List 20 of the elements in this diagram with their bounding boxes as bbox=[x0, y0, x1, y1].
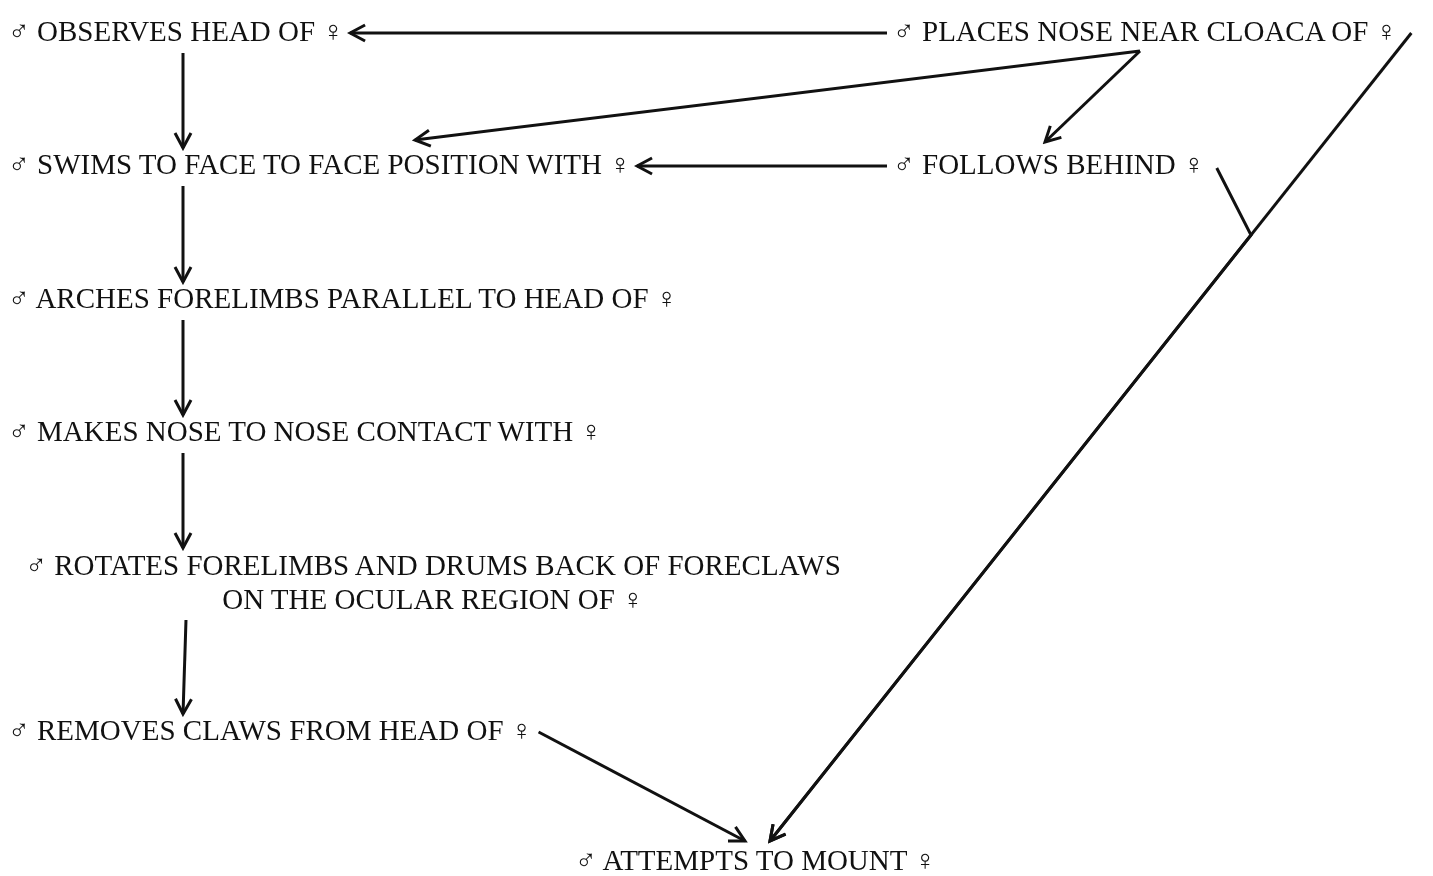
arrow bbox=[174, 619, 193, 716]
arrow bbox=[173, 53, 193, 150]
arrow bbox=[768, 167, 1253, 843]
arrow bbox=[1043, 49, 1142, 144]
arrow bbox=[173, 453, 193, 550]
arrow bbox=[635, 156, 887, 176]
behavior-label: ♂ ROTATES FORELIMBS AND DRUMS BACK OF FORECLAWS ON THE OCULAR REGION OF ♀ bbox=[8, 548, 858, 616]
arrow bbox=[173, 186, 193, 284]
behavior-label: ♂ ATTEMPTS TO MOUNT ♀ bbox=[575, 844, 936, 876]
arrow bbox=[537, 730, 747, 843]
behavior-label: ♂ OBSERVES HEAD OF ♀ bbox=[8, 15, 345, 47]
behavior-label: ♂ SWIMS TO FACE TO FACE POSITION WITH ♀ bbox=[8, 148, 632, 180]
behavior-label: ♂ MAKES NOSE TO NOSE CONTACT WITH ♀ bbox=[8, 415, 603, 447]
behavior-label: ♂ PLACES NOSE NEAR CLOACA OF ♀ bbox=[893, 15, 1398, 47]
behavior-label: ♂ FOLLOWS BEHIND ♀ bbox=[893, 148, 1205, 180]
arrow bbox=[173, 320, 193, 417]
arrow bbox=[413, 49, 1141, 148]
behavior-label: ♂ ARCHES FORELIMBS PARALLEL TO HEAD OF ♀ bbox=[8, 282, 678, 314]
behavior-label: ♂ REMOVES CLAWS FROM HEAD OF ♀ bbox=[8, 714, 533, 746]
arrow bbox=[348, 23, 887, 43]
